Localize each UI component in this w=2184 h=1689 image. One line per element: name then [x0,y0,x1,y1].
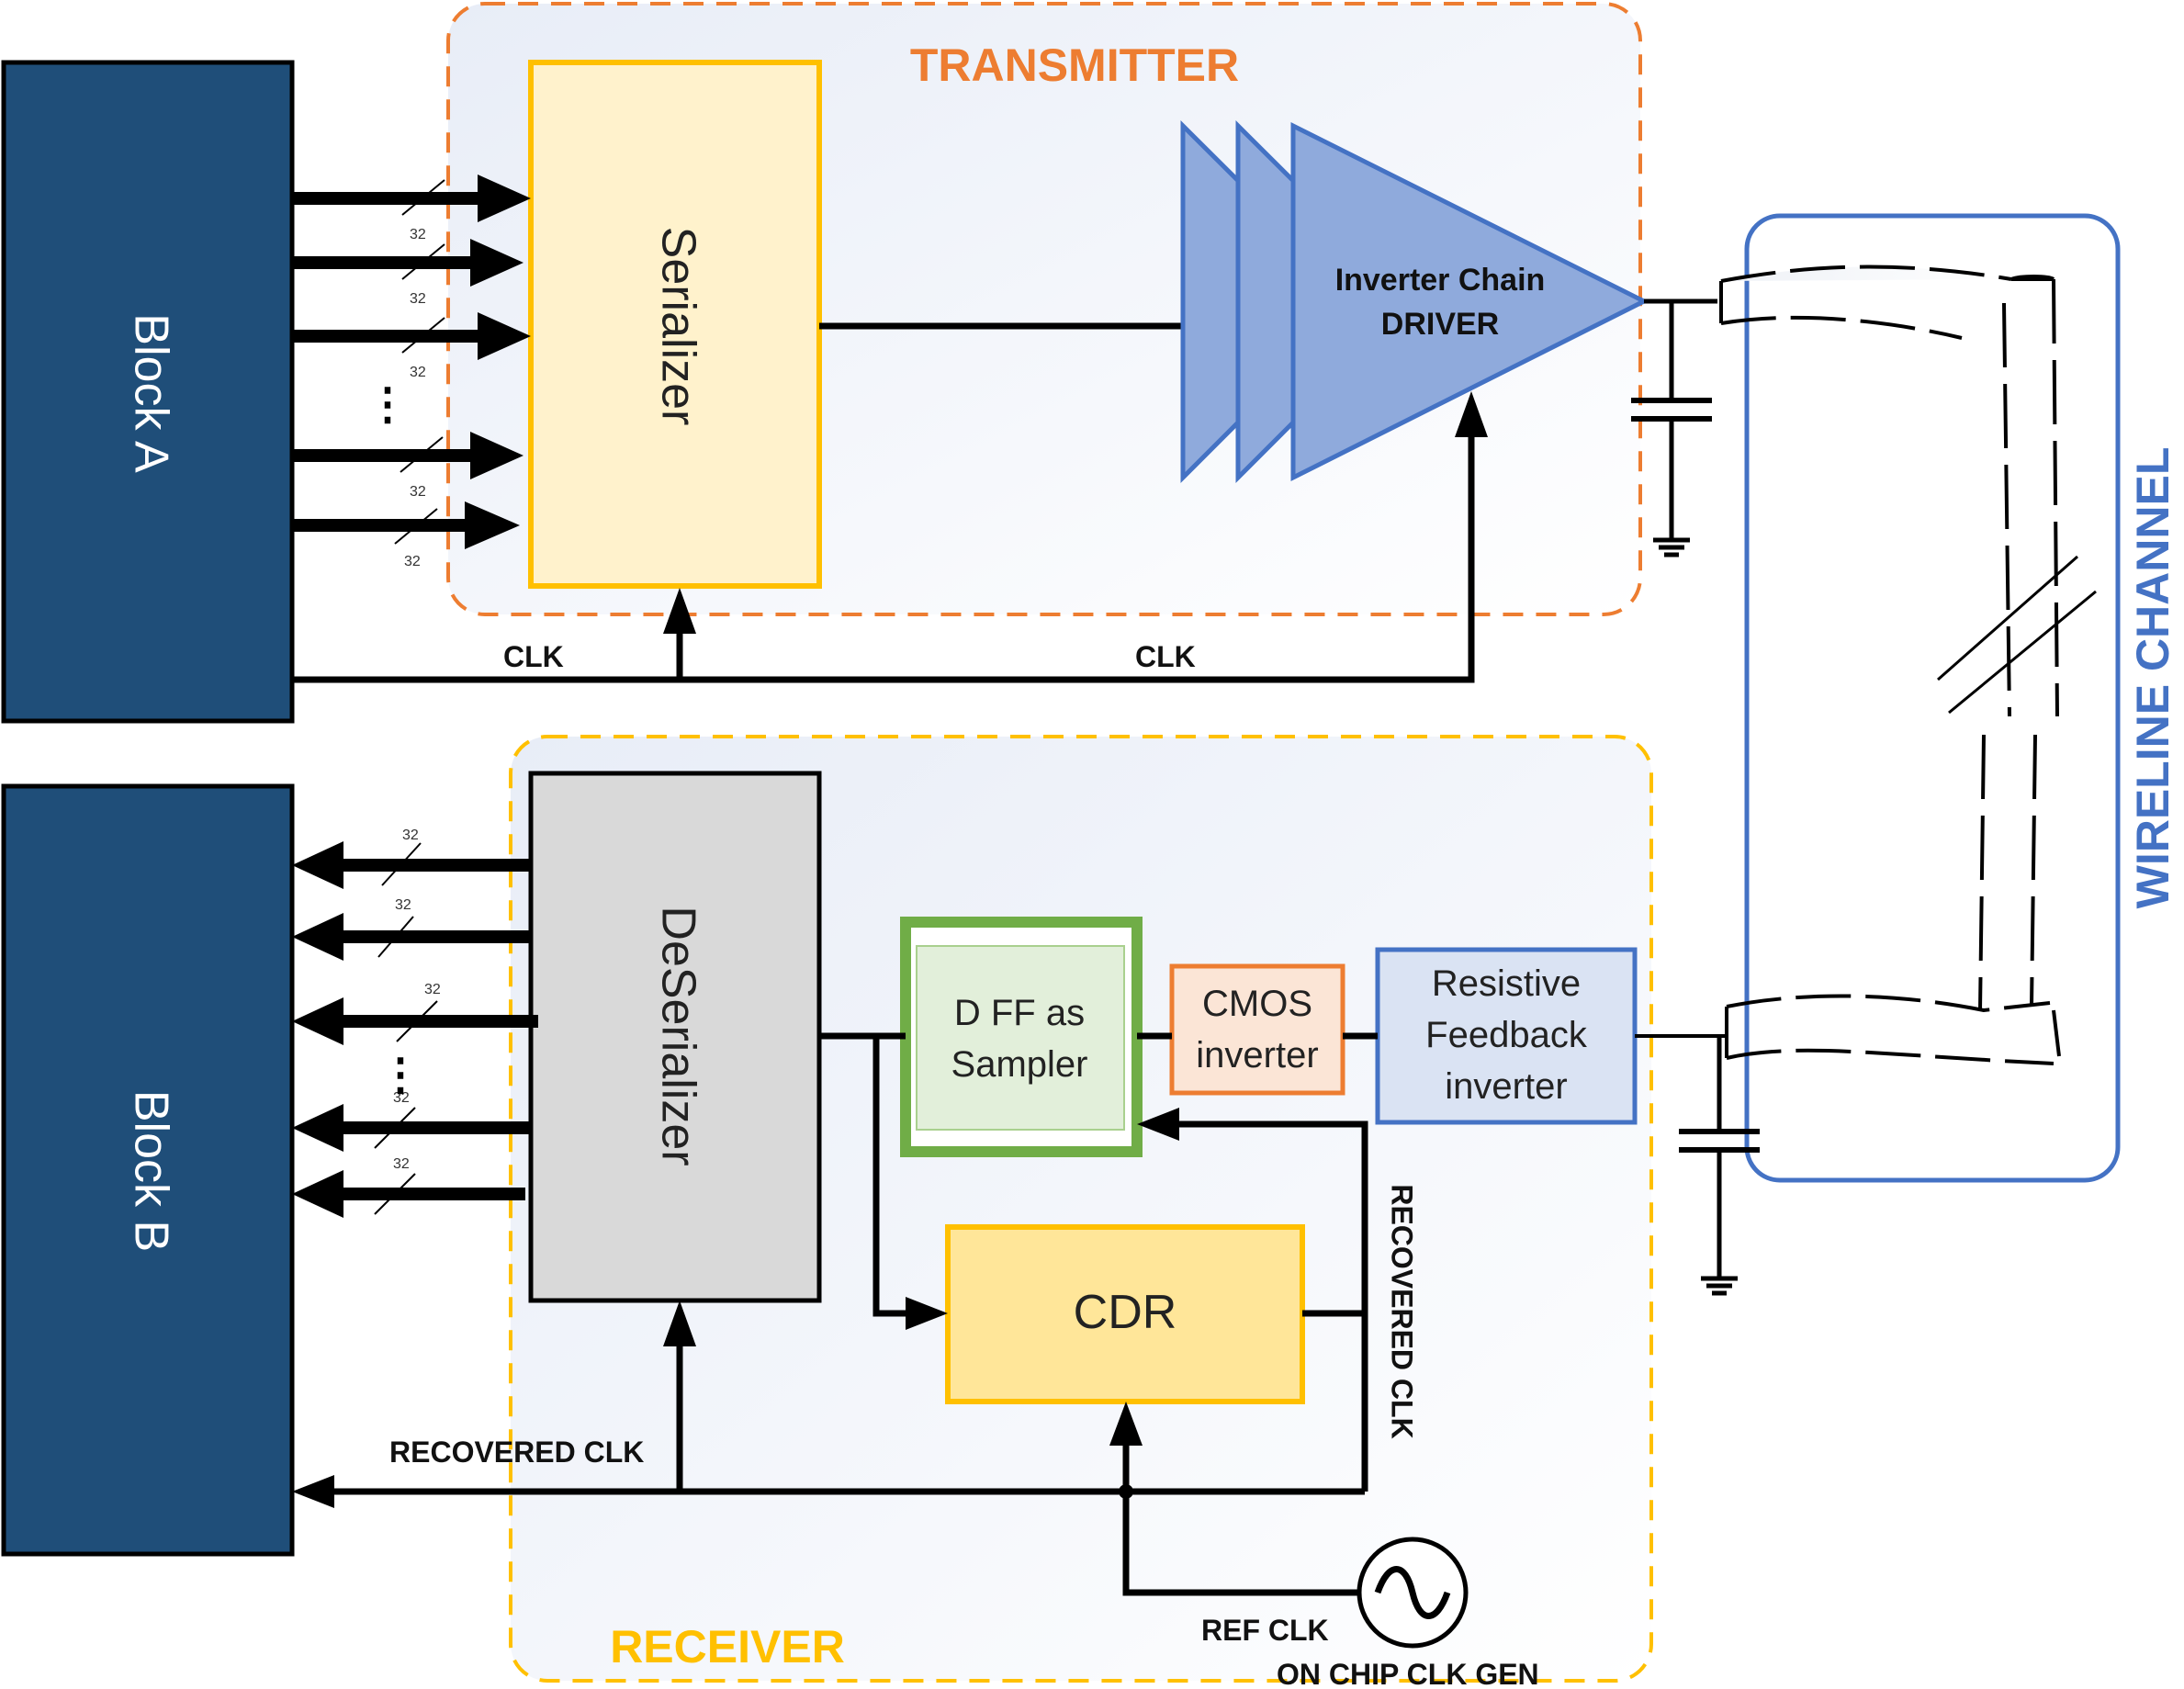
rx-data-buses [292,841,538,1218]
rx-bus-ellipsis: ⋮ [378,1051,422,1099]
receiver-title: RECEIVER [610,1621,845,1672]
rx-bus-width-3: 32 [424,982,441,997]
wireline-channel-label: WIRELINE CHANNEL [2127,447,2178,909]
cmos-label-line1: CMOS [1202,984,1312,1024]
tx-bus-width-2: 32 [410,291,426,307]
wireline-channel-region [1744,213,2121,1183]
wireline-cable [1719,265,2097,1065]
tx-output-capacitor [1631,298,1717,557]
block-a [1,60,295,724]
deserializer-label: DeSerializer [651,906,704,1165]
rx-bus-width-5: 32 [393,1156,410,1172]
inverter-chain-driver [1180,119,1649,484]
tx-bus-width-3: 32 [410,365,426,380]
rfb-label-line1: Resistive [1432,963,1581,1004]
rx-input-capacitor [1679,1036,1760,1296]
dff-sampler-inner [916,945,1125,1131]
dff-label-line1: D FF as [954,993,1085,1033]
rfb-label-line3: inverter [1445,1066,1567,1107]
ref-clk-label: REF CLK [1201,1614,1329,1647]
sine-wave-icon [1374,1566,1451,1619]
rfb-label-line2: Feedback [1425,1015,1588,1055]
tx-data-buses [292,175,531,549]
clk-label-right: CLK [1135,640,1196,673]
serializer-label: Serializer [651,227,704,426]
block-a-label: Block A [124,313,177,473]
dff-label-line2: Sampler [951,1044,1088,1085]
tx-clock-lines [292,391,1488,683]
tx-bus-width-1: 32 [410,227,426,242]
recovered-clk-label-horizontal: RECOVERED CLK [389,1436,644,1469]
block-b [1,783,295,1557]
tx-bus-ellipsis: ⋮ [366,380,410,429]
resistive-feedback-inverter-block [1375,947,1638,1125]
rx-bus-width-1: 32 [402,828,419,843]
rx-bus-width-4: 32 [393,1090,410,1106]
tx-bus-width-4: 32 [410,484,426,500]
deserializer-block [528,771,822,1303]
rx-signal-wiring [292,1032,1727,1596]
rx-bus-width-2: 32 [395,897,411,913]
cdr-label: CDR [1074,1286,1177,1339]
driver-label-line1: Inverter Chain [1335,263,1546,298]
clk-label-left: CLK [503,640,564,673]
cmos-inverter-block [1169,963,1345,1096]
driver-label-line2: DRIVER [1381,307,1499,342]
tx-bus-width-5: 32 [404,554,421,569]
cdr-block [945,1224,1305,1404]
transmitter-title: TRANSMITTER [910,39,1239,91]
on-chip-clk-gen-label: ON CHIP CLK GEN [1277,1658,1539,1689]
cmos-label-line2: inverter [1196,1035,1318,1075]
recovered-clk-label-vertical: RECOVERED CLK [1386,1184,1419,1438]
block-b-label: Block B [124,1090,177,1252]
